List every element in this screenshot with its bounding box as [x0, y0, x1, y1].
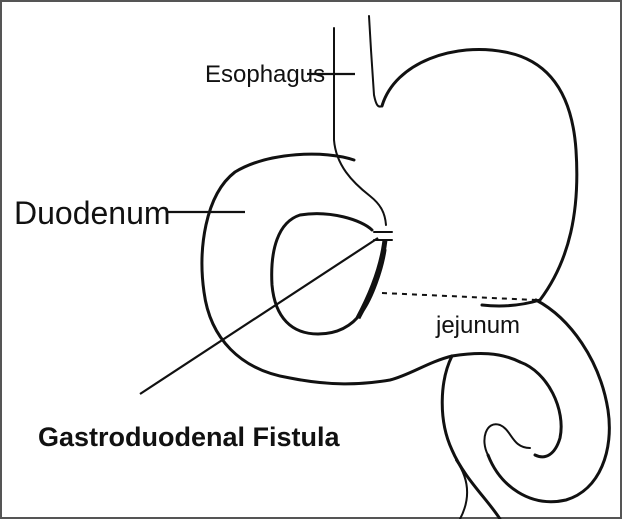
jejunum-fold-lower [456, 460, 467, 519]
jejunum-boundary-dashes [382, 293, 536, 300]
fistula-contact-zone [358, 240, 385, 318]
jejunum-descending [442, 356, 500, 519]
duodenum-label: Duodenum [14, 195, 171, 231]
esophagus-right-wall [369, 16, 382, 107]
fistula-label: Gastroduodenal Fistula [38, 422, 341, 452]
jejunum-loop-inner [520, 362, 561, 457]
jejunum-label: jejunum [435, 312, 520, 339]
stomach-outline [382, 49, 577, 305]
esophagus-label: Esophagus [205, 61, 325, 88]
jejunum-fold [484, 424, 530, 455]
duodenum-inner-wall [272, 214, 385, 334]
esophagus-left-wall [334, 28, 386, 225]
